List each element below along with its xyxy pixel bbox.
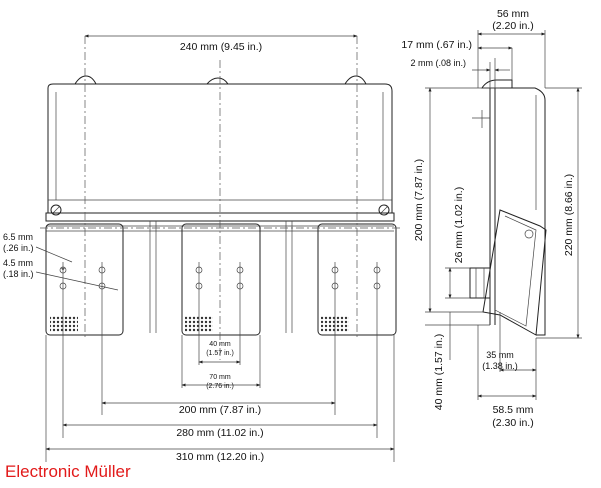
dim-26-vertical: 26 mm (1.02 in.)	[453, 187, 465, 263]
pedal-left: ⌖	[45, 223, 124, 336]
dim-70-in: (2.76 in.)	[206, 383, 234, 390]
dim-240: 240 mm (9.45 in.)	[180, 41, 262, 53]
dim-40-mm: 40 mm	[209, 341, 231, 348]
dim-56-in: (2.20 in.)	[492, 20, 533, 32]
dim-70-mm: 70 mm	[209, 374, 231, 381]
side-view	[425, 30, 582, 400]
brand-name: Electronic Müller	[5, 462, 131, 481]
dim-56-mm: 56 mm	[497, 8, 529, 20]
dim-40-in: (1.57 in.)	[206, 350, 234, 357]
dim-2: 2 mm (.08 in.)	[410, 58, 466, 68]
dimension-labels: 56 mm (2.20 in.) 240 mm (9.45 in.) 17 mm…	[3, 8, 575, 463]
dim-35-mm: 35 mm	[486, 350, 514, 360]
dim-40-vertical: 40 mm (1.57 in.)	[433, 334, 445, 410]
dim-35-in: (1.38 in.)	[482, 361, 518, 371]
dim-58-5-in: (2.30 in.)	[492, 417, 533, 429]
dim-58-5-mm: 58.5 mm	[493, 404, 534, 416]
dim-200: 200 mm (7.87 in.)	[179, 404, 261, 416]
dim-280: 280 mm (11.02 in.)	[176, 427, 263, 439]
dim-4-5-mm: 4.5 mm	[3, 258, 33, 268]
dim-4-5-in: (.18 in.)	[3, 269, 34, 279]
front-view: ⌖	[35, 34, 400, 462]
dim-310: 310 mm (12.20 in.)	[176, 451, 264, 463]
dim-6-5-mm: 6.5 mm	[3, 232, 33, 242]
dim-200-vertical: 200 mm (7.87 in.)	[413, 159, 425, 241]
dim-17: 17 mm (.67 in.)	[401, 39, 472, 51]
dim-220-vertical: 220 mm (8.66 in.)	[563, 174, 575, 256]
dim-6-5-in: (.26 in.)	[3, 243, 34, 253]
pedal-middle	[181, 223, 261, 336]
